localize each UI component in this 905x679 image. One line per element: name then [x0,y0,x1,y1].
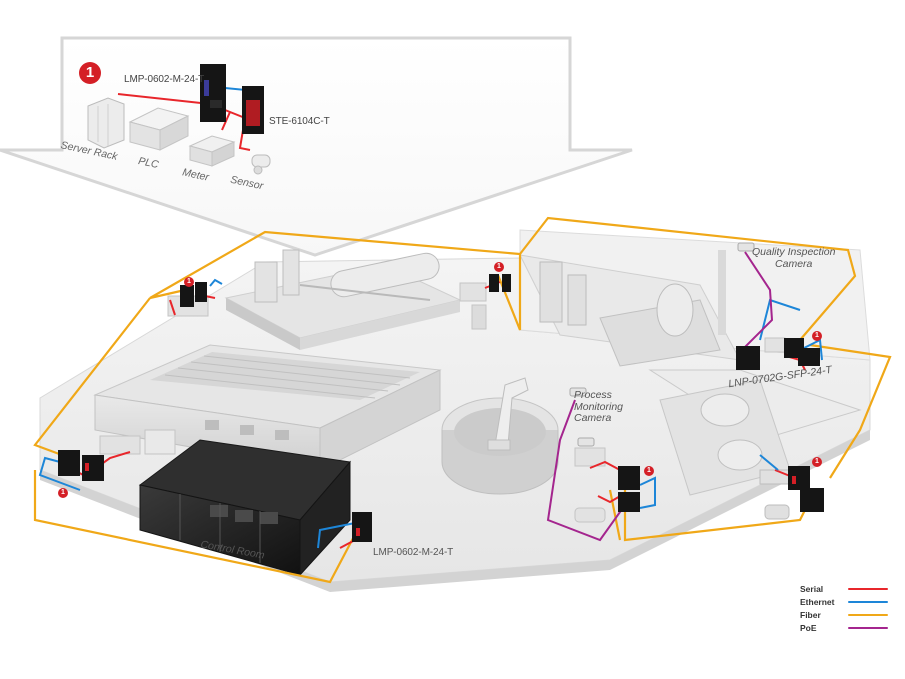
control-room-building [138,439,351,577]
fiber-process [608,489,622,541]
server-rack [87,97,125,149]
poe-links [546,251,774,542]
callout-switch [200,64,226,122]
legend-item-poe: PoE [800,622,888,634]
callout-switch-label: LMP-0602-M-24-T [124,74,205,85]
sensor-unit [251,154,271,175]
location-badge: 1 [58,488,68,498]
warehouse [93,344,442,471]
fiber-bottom [33,470,361,584]
quality-camera-label: Quality Inspection Camera [752,246,836,270]
poe-process-camera [546,399,631,542]
mixing-tank [441,377,559,495]
meter-unit [188,135,236,167]
legend-item-fiber: Fiber [800,609,888,621]
network-switch [352,512,372,542]
callout-converter-label: STE-6104C-T [269,116,330,127]
network-switch [58,450,104,481]
network-switch [180,282,207,307]
camera-icon [569,387,595,447]
network-switch [489,274,511,292]
process-camera-label: Process Monitoring Camera [574,389,624,425]
location-badge: 1 [184,277,194,287]
poe-quality-camera [741,251,774,351]
fiber-ring-left [149,230,522,331]
legend-swatch [848,600,888,604]
fiber-links [33,216,892,584]
legend-swatch [848,587,888,591]
process-building [224,249,462,350]
cable-legend: Serial Ethernet Fiber PoE [800,583,888,635]
callout-converter [242,86,264,134]
location-badge: 1 [644,466,654,476]
legend-item-ethernet: Ethernet [800,596,888,608]
callout-arrow [0,36,633,257]
bottom-switch-label: LMP-0602-M-24-T [373,547,454,558]
location-badge: 1 [812,331,822,341]
legend-swatch [848,613,888,617]
paper-machine-hall [519,250,862,441]
location-badge: 1 [812,457,822,467]
network-switch [618,466,640,512]
serial-links [73,93,806,549]
legend-item-serial: Serial [800,583,888,595]
network-switch [736,338,820,370]
location-badge: 1 [494,262,504,272]
fiber-ring-top [519,216,857,341]
camera-icon [737,242,755,252]
callout-number-badge: 1 [79,62,101,84]
fiber-right-ring [809,343,892,479]
plc-unit [128,107,190,151]
legend-swatch [848,626,888,630]
network-switch [788,466,824,512]
